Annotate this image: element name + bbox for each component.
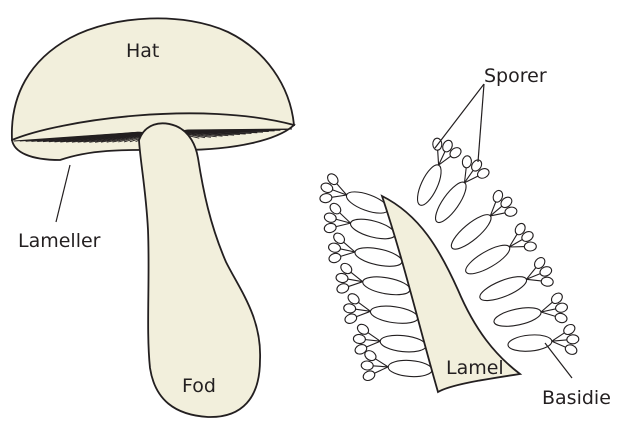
basidium — [379, 333, 426, 354]
sterigma — [438, 149, 439, 165]
basidium — [369, 303, 419, 326]
basidium-label: Basidie — [542, 387, 611, 409]
basidium — [462, 240, 513, 279]
sterigma — [366, 341, 381, 347]
mushroom-illustration — [12, 18, 294, 417]
sterigma — [552, 341, 567, 347]
spores-pointer-line-left — [435, 84, 484, 148]
spore — [343, 303, 356, 314]
stem-shape — [139, 123, 260, 417]
sterigma — [356, 311, 371, 317]
gill-label: Lamel — [446, 357, 504, 379]
sterigma — [541, 312, 556, 317]
gills-pointer-line — [56, 165, 70, 222]
gill-detail-illustration — [319, 84, 579, 392]
sterigma — [526, 279, 542, 281]
gills-label: Lameller — [18, 230, 101, 252]
basidium — [492, 304, 542, 330]
spore — [524, 242, 536, 251]
spore — [336, 282, 350, 294]
stem-label: Fod — [182, 375, 216, 397]
sterigma — [348, 282, 363, 287]
basidium — [353, 244, 403, 270]
sterigma — [340, 252, 355, 257]
spores-label: Sporer — [484, 65, 547, 87]
spore — [566, 334, 579, 344]
spore — [323, 222, 337, 234]
sterigma — [374, 367, 389, 374]
spore — [328, 252, 342, 264]
cap-label: Hat — [126, 40, 159, 62]
spore — [344, 312, 358, 325]
spore — [554, 312, 568, 324]
spore — [564, 343, 579, 356]
spores-pointer-line-right — [478, 84, 484, 162]
sterigma — [335, 223, 351, 227]
spore — [362, 369, 377, 382]
spore — [319, 193, 332, 204]
basidium — [447, 210, 496, 254]
basidium — [413, 162, 446, 209]
sterigma — [331, 195, 347, 197]
basidium — [361, 274, 411, 298]
spore — [335, 273, 348, 284]
spore — [462, 155, 472, 168]
basidium — [477, 272, 529, 306]
spore — [361, 361, 374, 371]
spore — [541, 277, 554, 287]
basidium — [388, 359, 433, 378]
spore — [353, 334, 366, 344]
